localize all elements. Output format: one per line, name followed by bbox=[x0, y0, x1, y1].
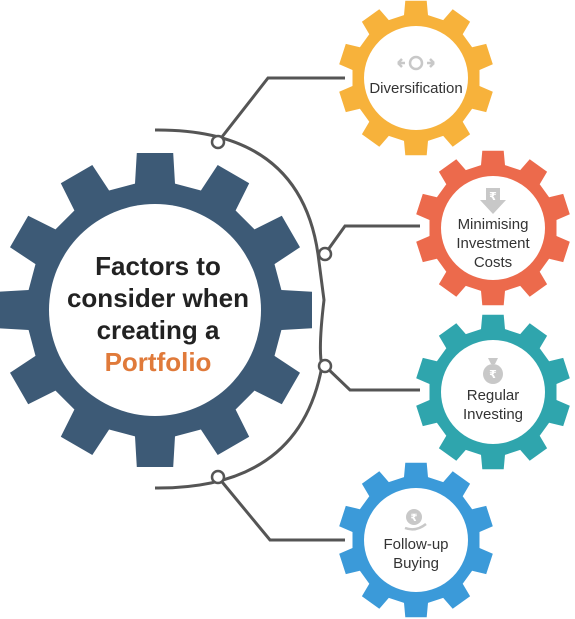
connector-followup bbox=[216, 476, 345, 542]
factor-label-line: Buying bbox=[393, 555, 439, 572]
central-gear-hub bbox=[49, 204, 261, 416]
connector-lines bbox=[155, 76, 420, 542]
central-title: Factors to consider when creating a Port… bbox=[58, 250, 258, 378]
gear-followup: ₹ bbox=[339, 462, 493, 618]
junction-dot bbox=[210, 469, 226, 485]
junction-dots bbox=[210, 134, 333, 485]
junction-dot bbox=[317, 358, 333, 374]
connector-costs bbox=[323, 224, 420, 255]
central-gear bbox=[0, 153, 312, 467]
junction-dot bbox=[210, 134, 226, 150]
factor-label-line: Diversification bbox=[369, 80, 463, 97]
factor-label-line: Costs bbox=[473, 254, 513, 271]
svg-text:₹: ₹ bbox=[489, 190, 497, 203]
gear-diversification bbox=[339, 0, 493, 156]
junction-dot bbox=[317, 246, 333, 262]
central-title-line: consider when bbox=[66, 283, 250, 313]
rupee-hand-icon: ₹ bbox=[404, 509, 427, 531]
central-title-line: creating a bbox=[96, 315, 220, 345]
factor-label-line: Follow-up bbox=[383, 536, 449, 553]
connector-diversification bbox=[216, 76, 345, 143]
connector-arc bbox=[155, 128, 326, 490]
rupee-bag-icon: ₹ bbox=[483, 358, 503, 384]
factor-label-line: Investment bbox=[456, 235, 530, 252]
central-accent-word: Portfolio bbox=[104, 347, 212, 377]
factor-label-costs: Minimising Investment Costs bbox=[433, 215, 553, 272]
svg-text:₹: ₹ bbox=[489, 368, 497, 381]
factor-label-diversification: Diversification bbox=[356, 79, 476, 98]
factor-label-followup: Follow-up Buying bbox=[356, 535, 476, 573]
connector-regular bbox=[323, 364, 420, 392]
factor-label-regular: Regular Investing bbox=[433, 386, 553, 424]
diversify-arrows-icon bbox=[397, 55, 435, 71]
gear-regular: ₹ bbox=[416, 314, 570, 470]
factor-label-line: Regular bbox=[466, 387, 520, 404]
svg-text:₹: ₹ bbox=[411, 513, 418, 524]
gear-costs: ₹ bbox=[416, 150, 570, 306]
factor-label-line: Minimising bbox=[457, 216, 529, 233]
rupee-down-arrow-icon: ₹ bbox=[480, 188, 506, 214]
factor-label-line: Investing bbox=[462, 406, 524, 423]
central-title-line: Factors to bbox=[95, 251, 221, 281]
